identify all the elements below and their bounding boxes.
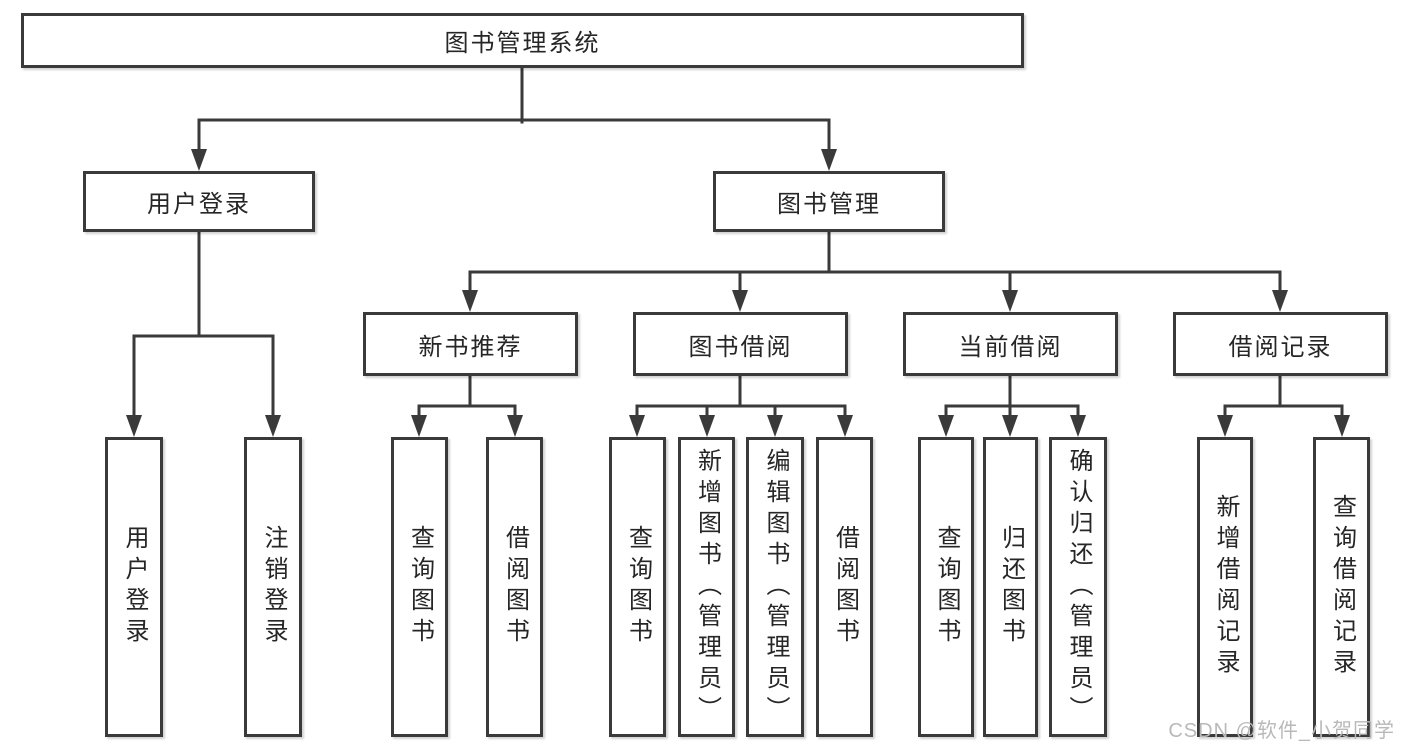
node-label: 图书借阅 [688,333,793,361]
leaf-label: 查询图书 [624,525,652,649]
leaf-add-book-admin: 新增图书（管理员） [678,437,735,737]
node-book-borrow: 图书借阅 [633,312,848,376]
leaf-query-books-3: 查询图书 [918,437,974,737]
leaf-label: 查询借阅记录 [1328,494,1356,680]
node-label: 图书管理 [777,191,881,218]
leaf-label: 查询图书 [406,525,434,649]
leaf-add-borrow-record: 新增借阅记录 [1197,437,1253,737]
leaf-label: 用户登录 [121,525,148,649]
leaf-label: 确认归还（管理员） [1065,447,1092,727]
leaf-label: 借阅图书 [501,525,529,649]
leaf-query-books-2: 查询图书 [609,437,666,737]
node-label: 用户登录 [147,191,251,218]
leaf-user-login: 用户登录 [105,437,163,737]
leaf-query-borrow-record: 查询借阅记录 [1313,437,1370,737]
node-book-management: 图书管理 [713,171,945,232]
node-label: 新书推荐 [418,333,523,361]
node-current-borrow: 当前借阅 [903,312,1118,376]
node-user-login: 用户登录 [83,171,315,232]
leaf-label: 编辑图书（管理员） [762,447,789,727]
leaf-borrow-books-1: 借阅图书 [486,437,543,737]
leaf-label: 借阅图书 [831,525,859,649]
node-new-book-recommend: 新书推荐 [363,312,578,376]
node-label: 图书管理系统 [444,30,601,57]
leaf-borrow-books-2: 借阅图书 [816,437,873,737]
leaf-label: 新增图书（管理员） [693,447,721,727]
leaf-logout: 注销登录 [244,437,302,737]
leaf-label: 查询图书 [933,525,960,649]
node-label: 当前借阅 [958,333,1063,361]
leaf-confirm-return-admin: 确认归还（管理员） [1049,437,1107,737]
leaf-query-books-1: 查询图书 [391,437,448,737]
leaf-label: 新增借阅记录 [1212,494,1239,680]
node-library-system: 图书管理系统 [21,13,1024,68]
leaf-return-books: 归还图书 [983,437,1038,737]
leaf-label: 归还图书 [997,525,1025,649]
leaf-edit-book-admin: 编辑图书（管理员） [746,437,804,737]
node-borrow-records: 借阅记录 [1173,312,1388,376]
node-label: 借阅记录 [1228,333,1333,361]
leaf-label: 注销登录 [260,525,287,649]
watermark: CSDN @软件_小贺同学 [1168,720,1395,742]
